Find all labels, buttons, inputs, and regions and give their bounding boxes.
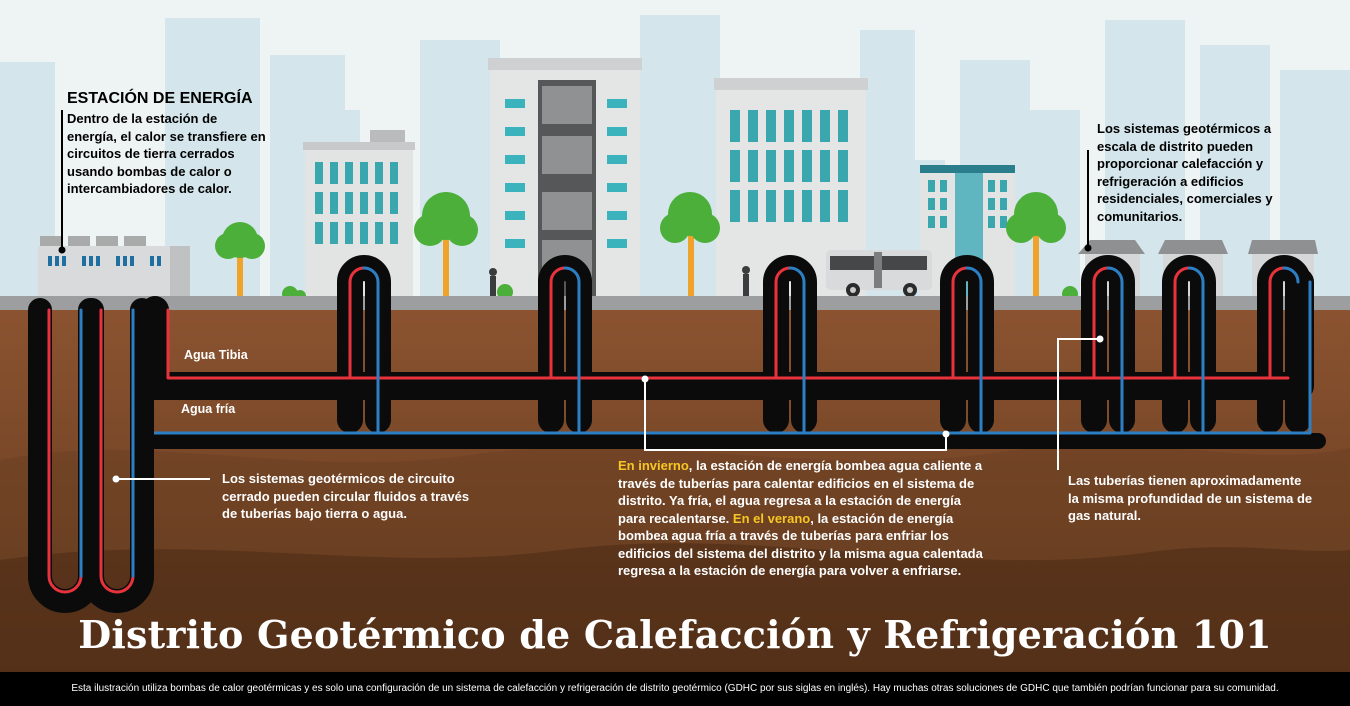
district-line: comunitarios. xyxy=(1097,208,1183,224)
seasons-line: para recalentarse. En el verano, la esta… xyxy=(618,510,983,528)
station-line: usando bombas de calor o xyxy=(67,163,232,179)
station-line: Dentro de la estación de xyxy=(67,111,218,126)
station-line: circuitos de tierra cerrados xyxy=(67,146,235,161)
seasons-line: bombea agua fría a través de tuberías pa… xyxy=(618,528,949,543)
warm-water-label: Agua Tibia xyxy=(184,348,248,362)
street xyxy=(0,296,1350,310)
district-line: residenciales, comerciales y xyxy=(1097,191,1273,206)
depth-description: Las tuberías tienen aproximadamente la m… xyxy=(1068,472,1312,525)
bus xyxy=(826,250,932,297)
seasons-line: regresa a la estación de energía para vo… xyxy=(618,563,962,578)
district-description: Los sistemas geotérmicos a escala de dis… xyxy=(1097,120,1273,225)
ground-loop-wells xyxy=(28,298,154,613)
soil-layer xyxy=(0,543,1350,672)
station-line: intercambiadores de calor. xyxy=(67,181,232,196)
infographic-title: Distrito Geotérmico de Calefacción y Ref… xyxy=(78,612,1272,657)
footer-disclaimer: Esta ilustración utiliza bombas de calor… xyxy=(71,683,1279,694)
seasons-description: En invierno, la estación de energía bomb… xyxy=(618,457,983,580)
summer-text: , la estación de energía xyxy=(810,510,954,526)
closed-loop-description: Los sistemas geotérmicos de circuito cer… xyxy=(222,470,469,523)
seasons-line: través de tuberías para calentar edifici… xyxy=(618,475,975,491)
district-line: refrigeración a edificios xyxy=(1097,173,1244,189)
footer-bar xyxy=(0,672,1350,706)
depth-line: Las tuberías tienen aproximadamente xyxy=(1068,473,1302,488)
winter-last: para recalentarse. xyxy=(618,510,733,526)
winter-text: , la estación de energía bombea agua cal… xyxy=(688,458,983,473)
depth-line: gas natural. xyxy=(1068,508,1141,523)
district-line: proporcionar calefacción y xyxy=(1097,156,1264,171)
depth-line: la misma profundidad de un sistema de xyxy=(1068,490,1313,506)
station-description: Dentro de la estación de energía, el cal… xyxy=(67,110,266,198)
leader-dots xyxy=(58,244,1104,483)
closed-loop-line: de tuberías bajo tierra o agua. xyxy=(222,506,407,521)
station-title: ESTACIÓN DE ENERGÍA xyxy=(67,90,253,107)
winter-highlight: En invierno xyxy=(618,458,689,473)
seasons-line: En invierno, la estación de energía bomb… xyxy=(618,457,983,475)
closed-loop-line: Los sistemas geotérmicos de circuito xyxy=(222,471,455,486)
district-line: Los sistemas geotérmicos a xyxy=(1097,121,1272,136)
pedestrians xyxy=(489,266,750,296)
seasons-line: edificios del sistema del distrito y la … xyxy=(618,545,983,561)
station-line: energía, el calor se transfiere en xyxy=(67,128,266,144)
leader-lines xyxy=(61,110,1100,480)
summer-highlight: En el verano xyxy=(732,510,811,526)
district-line: escala de distrito pueden xyxy=(1097,138,1254,154)
closed-loop-line: cerrado pueden circular fluidos a través xyxy=(222,488,470,504)
cold-water-label: Agua fría xyxy=(181,402,236,416)
power-station xyxy=(38,236,190,296)
seasons-line: distrito. Ya fría, el agua regresa a la … xyxy=(618,493,961,508)
